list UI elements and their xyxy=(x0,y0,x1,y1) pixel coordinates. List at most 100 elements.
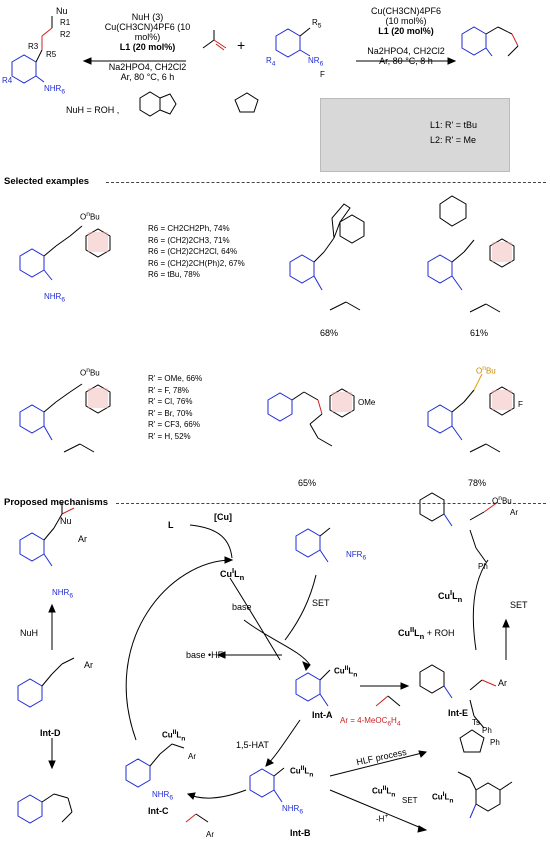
example-list-2: R' = OMe, 66% R' = F, 78% R' = Cl, 76% R… xyxy=(148,374,202,443)
pyrrole xyxy=(234,92,259,113)
int-e-label: Int-E xyxy=(448,708,468,718)
list1-item: R6 = (CH2)2CH2Cl, 64% xyxy=(148,247,238,256)
mech-ph-top: Ph xyxy=(478,562,488,571)
int-b-structure xyxy=(249,767,285,803)
mech-product-ether xyxy=(419,492,499,563)
example-6 xyxy=(427,373,515,453)
label-nhr6-top: NHR6 xyxy=(44,84,66,96)
mech-set3: SET xyxy=(402,796,418,805)
int-e-structure xyxy=(419,664,497,729)
list2-item: R' = OMe, 66% xyxy=(148,374,203,383)
int-a-label: Int-A xyxy=(312,710,333,720)
mechanisms-divider xyxy=(116,503,546,504)
label-r1-top: R1 xyxy=(60,18,71,27)
label-r4-reagent: R4 xyxy=(266,56,276,68)
mech-cuii-a: CuIILn xyxy=(334,665,358,679)
label-r2-top: R2 xyxy=(60,30,71,39)
label-f-reagent: F xyxy=(320,70,325,79)
mech-hat: 1,5-HAT xyxy=(236,740,269,750)
list1-item: R6 = CH2CH2Ph, 74% xyxy=(148,224,230,233)
label-r5-top: R5 xyxy=(46,50,57,59)
mech-cui-bottom: CuILn xyxy=(432,791,454,805)
list1-item: R6 = (CH2)2CH(Ph)2, 67% xyxy=(148,258,245,268)
mech-base: base xyxy=(232,602,252,612)
mech-set2: SET xyxy=(510,600,528,610)
condition-base: Na2HPO4, CH2Cl2 xyxy=(108,62,187,72)
mech-ts: Ts xyxy=(472,718,480,727)
int-c-structure xyxy=(125,743,185,788)
mech-ar-top: Ar xyxy=(510,508,518,517)
yield-78: 78% xyxy=(468,478,487,488)
example-4 xyxy=(19,383,111,453)
alkene xyxy=(202,30,227,51)
mech-ar-c: Ar xyxy=(188,752,196,761)
nu-definition: NuH = ROH , xyxy=(66,105,120,115)
label-nu-top: Nu xyxy=(56,6,68,16)
condition-nuh: NuH (3) xyxy=(131,12,164,22)
mech-product-alkene xyxy=(457,771,513,819)
list2-item: R' = Cl, 76% xyxy=(148,397,193,406)
mech-ph-pyr: Ph xyxy=(490,738,500,747)
mech-nhr6-c: NHR6 xyxy=(152,790,174,802)
obu-6: OnBu xyxy=(476,365,496,376)
ome-5: OMe xyxy=(358,398,376,407)
list1-item: R6 = (CH2)2CH3, 71% xyxy=(148,235,230,245)
obu-1: OnBu xyxy=(80,211,100,222)
list2-item: R' = F, 78% xyxy=(148,385,189,395)
yield-68: 68% xyxy=(320,328,339,338)
yield-65: 65% xyxy=(298,478,317,488)
example-1 xyxy=(19,225,111,281)
obu-4: OnBu xyxy=(80,367,100,378)
mech-minus-h: -H+ xyxy=(376,813,389,824)
yield-61: 61% xyxy=(470,328,489,338)
selected-divider xyxy=(106,182,546,183)
mech-nu: Nu xyxy=(60,516,72,526)
top-left-conditions: NuH (3) Cu(CH3CN)4PF6 (10 mol%) L1 (20 m… xyxy=(100,12,195,82)
mech-nhr6-1: NHR6 xyxy=(52,588,74,600)
mech-l: L xyxy=(168,520,174,530)
int-d-structure xyxy=(17,657,75,708)
catalytic-cycle-arc xyxy=(125,559,233,741)
ligand-box xyxy=(320,98,510,172)
example-5 xyxy=(267,388,355,447)
list2-item: R' = CF3, 66% xyxy=(148,420,200,429)
mech-ar-d: Ar xyxy=(84,660,93,670)
label-nr6-reagent: NR6 xyxy=(308,56,324,68)
condition-cu-r: Cu(CH3CN)4PF6 xyxy=(370,6,441,16)
int-a-structure xyxy=(295,669,331,707)
label-r5-reagent: R5 xyxy=(312,18,322,30)
mech-set1: SET xyxy=(312,598,330,608)
mech-cui-top: CuILn xyxy=(220,566,245,582)
mech-cuii-bottom: CuIILn xyxy=(372,785,396,799)
mech-product-nu xyxy=(19,502,75,567)
mech-nuh: NuH xyxy=(20,628,39,638)
mech-ar-def: Ar = 4-MeOC6H4 xyxy=(340,716,401,728)
list2-item: R' = H, 52% xyxy=(148,431,191,441)
top-right-product xyxy=(461,26,519,57)
top-right-conditions: Cu(CH3CN)4PF6 (10 mol%) L1 (20 mol%) Na2… xyxy=(358,6,454,66)
plus-sign: + xyxy=(237,37,246,53)
mech-ar-e: Ar xyxy=(498,678,507,688)
int-c-label: Int-C xyxy=(148,806,169,816)
mechanisms-header: Proposed mechanisms xyxy=(4,497,109,508)
label-r4-top: R4 xyxy=(2,76,13,85)
nhr6-1: NHR6 xyxy=(44,292,66,304)
condition-ligand: L1 (20 mol%) xyxy=(119,42,176,52)
list1-item: R6 = tBu, 78% xyxy=(148,270,200,279)
f-6: F xyxy=(518,400,523,409)
mech-ar-1: Ar xyxy=(78,534,87,544)
condition-cu: Cu(CH3CN)4PF6 (10 mol%) xyxy=(104,22,191,42)
example-list-1: R6 = CH2CH2Ph, 74% R6 = (CH2)2CH3, 71% R… xyxy=(148,224,245,282)
condition-base-r: Na2HPO4, CH2Cl2 xyxy=(367,46,445,56)
condition-ligand-r: L1 (20 mol%) xyxy=(378,26,434,36)
top-left-product xyxy=(11,16,53,84)
int-b-label: Int-B xyxy=(290,828,311,838)
int-d-label: Int-D xyxy=(40,728,61,738)
example-3 xyxy=(427,195,515,313)
mech-cuii-c: CuIILn xyxy=(162,729,186,743)
condition-temp-r: Ar, 80 °C, 8 h xyxy=(379,56,433,66)
mech-nhr6-b: NHR6 xyxy=(282,804,304,816)
example-2 xyxy=(289,203,365,311)
mech-nfr6: NFR6 xyxy=(346,550,367,562)
